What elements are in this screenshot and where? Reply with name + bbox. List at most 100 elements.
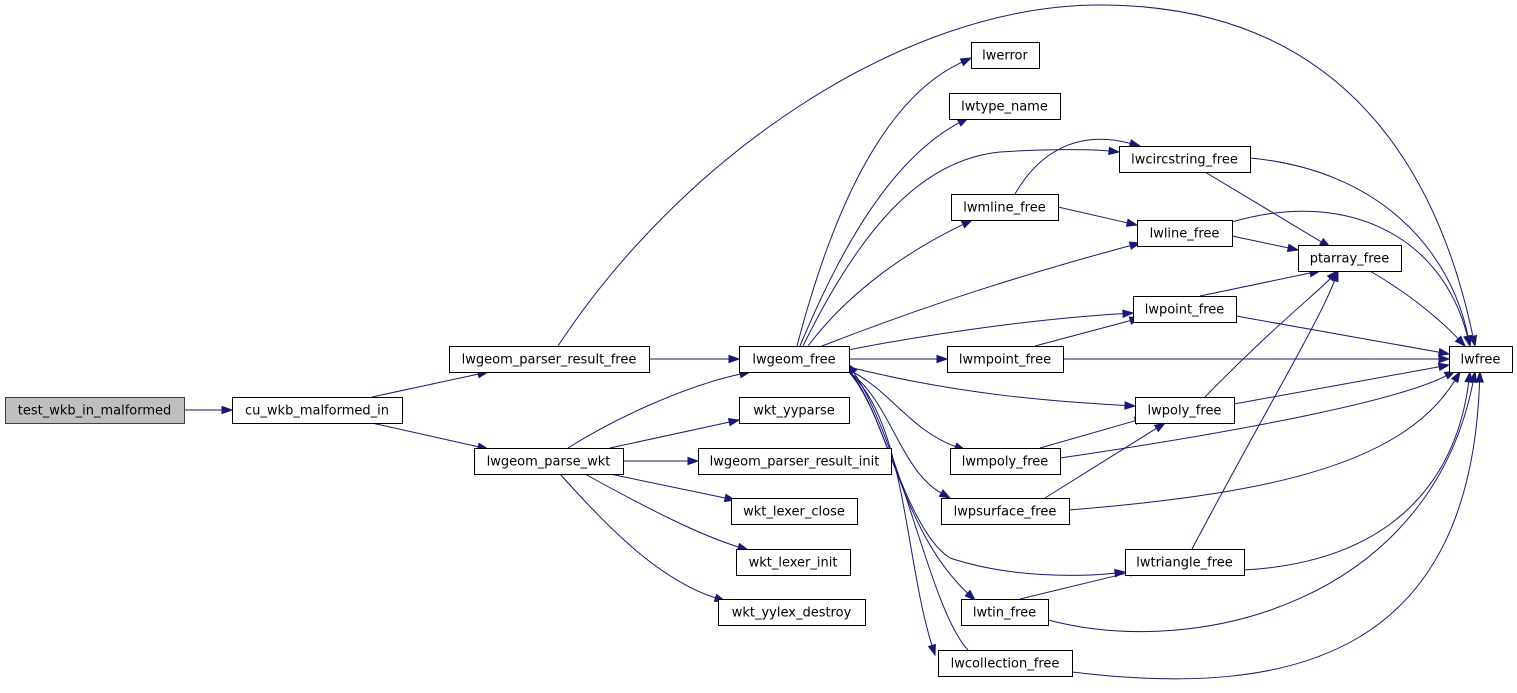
edge-line <box>1369 270 1459 340</box>
node-box <box>971 42 1040 69</box>
node-wkt-yylex-destroy[interactable]: wkt_yylex_destroy <box>718 599 866 626</box>
node-lwpoint-free[interactable]: lwpoint_free <box>1133 296 1237 323</box>
node-lwmpoly-free[interactable]: lwmpoly_free <box>950 448 1061 475</box>
node-lwgeom-parser-result-init[interactable]: lwgeom_parser_result_init <box>698 448 892 475</box>
node-lwtype-name[interactable]: lwtype_name <box>949 93 1061 120</box>
edge-ptarray-free-to-lwfree <box>1369 270 1467 348</box>
node-wkt-yyparse[interactable]: wkt_yyparse <box>739 397 850 424</box>
edge-lwgeom-free-to-lwcircstring-free <box>802 146 1121 347</box>
edge-arrowhead <box>927 643 936 657</box>
edge-lwmline-free-to-lwcircstring-free <box>1014 138 1142 195</box>
edge-arrowhead <box>1286 243 1300 252</box>
edge-line <box>584 473 739 548</box>
edge-lwpsurface-free-to-lwfree <box>1068 370 1461 511</box>
edge-arrowhead <box>1437 347 1451 357</box>
node-wkt-lexer-close[interactable]: wkt_lexer_close <box>731 498 858 525</box>
node-box <box>1135 397 1235 424</box>
node-lwgeom-parse-wkt[interactable]: lwgeom_parse_wkt <box>474 448 624 475</box>
edge-line <box>1243 381 1470 571</box>
node-lwmline-free[interactable]: lwmline_free <box>951 194 1059 221</box>
edge-line <box>1044 427 1157 499</box>
node-lwcollection-free[interactable]: lwcollection_free <box>938 650 1073 677</box>
edge-line <box>807 223 964 347</box>
node-box <box>698 448 892 475</box>
edge-lwmpoint-free-to-lwpoint-free <box>1034 316 1142 347</box>
node-lwfree[interactable]: lwfree <box>1449 346 1513 373</box>
edge-line <box>559 473 716 599</box>
node-box <box>949 93 1061 120</box>
node-label: lwpoly_free <box>1148 404 1222 419</box>
edge-lwgeom-free-to-lwcollection-free <box>848 371 936 657</box>
edge-arrowhead <box>1108 146 1121 156</box>
node-lwerror[interactable]: lwerror <box>971 42 1040 69</box>
node-box <box>736 549 851 576</box>
node-label: lwgeom_free <box>752 353 835 368</box>
edge-arrowhead <box>1438 354 1451 364</box>
node-box <box>5 397 185 424</box>
edge-line <box>848 371 942 494</box>
edge-line <box>1071 381 1481 680</box>
edge-lwline-free-to-lwfree <box>1231 210 1472 348</box>
edge-line <box>1199 272 1311 297</box>
edge-line <box>848 371 933 646</box>
node-ptarray-free[interactable]: ptarray_free <box>1298 245 1402 272</box>
edge-lwgeom-parse-wkt-to-lwgeom-parser-result-init <box>623 456 700 466</box>
node-label: lwtin_free <box>973 606 1036 621</box>
node-box <box>1449 346 1513 373</box>
edge-lwgeom-parse-wkt-to-lwgeom-free <box>567 370 752 449</box>
node-label: wkt_lexer_close <box>743 505 845 520</box>
edge-line <box>1019 571 1131 600</box>
edge-arrowhead <box>960 219 974 229</box>
edge-line <box>1039 420 1136 449</box>
edge-lwpoint-free-to-lwfree <box>1235 315 1451 357</box>
node-wkt-lexer-init[interactable]: wkt_lexer_init <box>736 549 851 576</box>
function-nodes: test_wkb_in_malformed cu_wkb_malformed_in… <box>5 42 1513 677</box>
node-lwpsurface-free[interactable]: lwpsurface_free <box>941 498 1070 525</box>
edge-line <box>1249 157 1469 337</box>
node-label: lwcircstring_free <box>1131 153 1238 168</box>
node-box <box>961 599 1049 626</box>
node-lwmpoint-free[interactable]: lwmpoint_free <box>947 346 1064 373</box>
edge-lwline-free-to-ptarray-free <box>1231 235 1300 252</box>
edge-arrowhead <box>727 418 741 427</box>
edge-arrowhead <box>1330 269 1339 283</box>
node-label: lwgeom_parser_result_init <box>710 455 880 470</box>
edge-lwpsurface-free-to-lwpoly-free <box>1044 422 1167 499</box>
node-lwcircstring-free[interactable]: lwcircstring_free <box>1119 146 1251 173</box>
node-box <box>1137 220 1233 247</box>
edge-lwgeom-parser-result-free-to-lwgeom-free <box>649 354 741 364</box>
node-lwgeom-parser-result-free[interactable]: lwgeom_parser_result_free <box>449 346 650 373</box>
edge-line <box>557 4 1474 347</box>
node-label: lwgeom_parser_result_free <box>462 353 637 368</box>
edge-cu-wkb-malformed-in-to-lwgeom-parse-wkt <box>371 422 490 451</box>
node-label: lwmline_free <box>963 201 1046 216</box>
node-test-wkb-in-malformed[interactable]: test_wkb_in_malformed <box>5 397 185 424</box>
node-label: lwmpoint_free <box>959 353 1051 368</box>
edge-lwgeom-parse-wkt-to-wkt-yyparse <box>609 418 741 449</box>
node-cu-wkb-malformed-in[interactable]: cu_wkb_malformed_in <box>232 397 403 424</box>
node-box <box>1125 549 1245 576</box>
edge-line <box>1034 320 1131 347</box>
node-label: wkt_yylex_destroy <box>732 606 852 621</box>
edge-line <box>1014 138 1131 195</box>
edge-test-wkb-in-malformed-to-cu-wkb-malformed-in <box>184 405 234 415</box>
node-lwtriangle-free[interactable]: lwtriangle_free <box>1125 549 1245 576</box>
edge-line <box>1235 315 1440 353</box>
node-box <box>1119 146 1251 173</box>
edge-lwpoly-free-to-ptarray-free <box>1204 269 1338 398</box>
node-lwgeom-free[interactable]: lwgeom_free <box>739 346 850 373</box>
node-lwline-free[interactable]: lwline_free <box>1137 220 1233 247</box>
edge-arrowhead <box>1153 422 1167 433</box>
node-box <box>951 194 1059 221</box>
edge-arrowhead <box>1454 335 1467 348</box>
edge-arrowhead <box>1128 139 1142 148</box>
node-label: lwcollection_free <box>951 657 1060 672</box>
edge-line <box>821 245 1131 347</box>
edge-lwgeom-free-to-lwmpoint-free <box>849 354 949 364</box>
edge-line <box>1231 210 1468 337</box>
node-lwtin-free[interactable]: lwtin_free <box>961 599 1049 626</box>
node-label: lwfree <box>1461 353 1501 368</box>
edge-arrowhead <box>959 57 973 67</box>
node-box <box>1298 245 1402 272</box>
node-lwpoly-free[interactable]: lwpoly_free <box>1135 397 1235 424</box>
